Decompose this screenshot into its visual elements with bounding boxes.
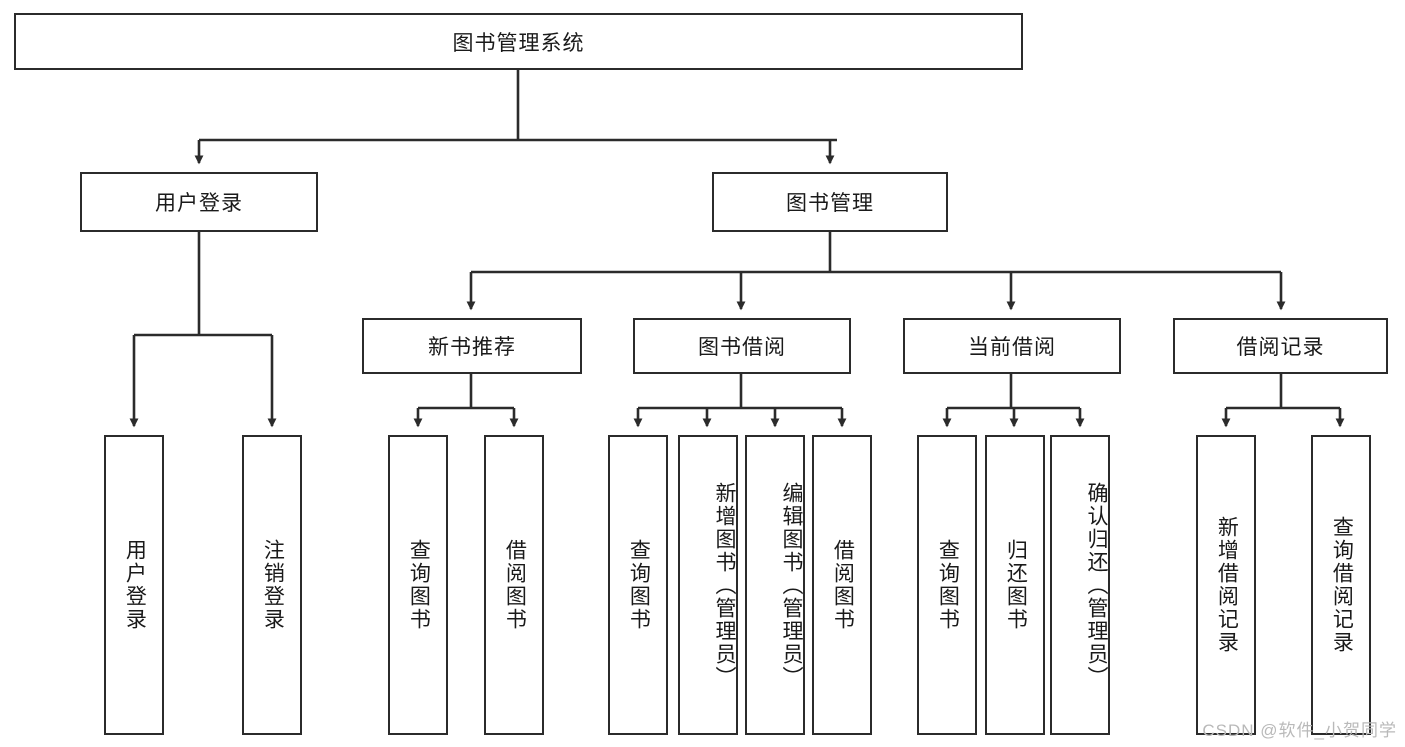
leaf-node[interactable]: 编辑图书（管理员） — [745, 435, 805, 735]
leaf-node[interactable]: 查询图书 — [917, 435, 977, 735]
node-new-book-recommend[interactable]: 新书推荐 — [362, 318, 582, 374]
leaf-node[interactable]: 查询借阅记录 — [1311, 435, 1371, 735]
leaf-node[interactable]: 用户登录 — [104, 435, 164, 735]
node-root[interactable]: 图书管理系统 — [14, 13, 1023, 70]
node-current-borrow[interactable]: 当前借阅 — [903, 318, 1121, 374]
node-book-management[interactable]: 图书管理 — [712, 172, 948, 232]
leaf-node[interactable]: 归还图书 — [985, 435, 1045, 735]
leaf-node[interactable]: 新增借阅记录 — [1196, 435, 1256, 735]
leaf-node[interactable]: 新增图书（管理员） — [678, 435, 738, 735]
leaf-node[interactable]: 确认归还（管理员） — [1050, 435, 1110, 735]
node-book-borrow[interactable]: 图书借阅 — [633, 318, 851, 374]
leaf-node[interactable]: 借阅图书 — [812, 435, 872, 735]
csdn-watermark: CSDN @软件_小贺同学 — [1202, 721, 1397, 740]
leaf-node[interactable]: 注销登录 — [242, 435, 302, 735]
leaf-node[interactable]: 查询图书 — [388, 435, 448, 735]
node-user-login[interactable]: 用户登录 — [80, 172, 318, 232]
node-borrow-record[interactable]: 借阅记录 — [1173, 318, 1388, 374]
leaf-node[interactable]: 借阅图书 — [484, 435, 544, 735]
leaf-node[interactable]: 查询图书 — [608, 435, 668, 735]
